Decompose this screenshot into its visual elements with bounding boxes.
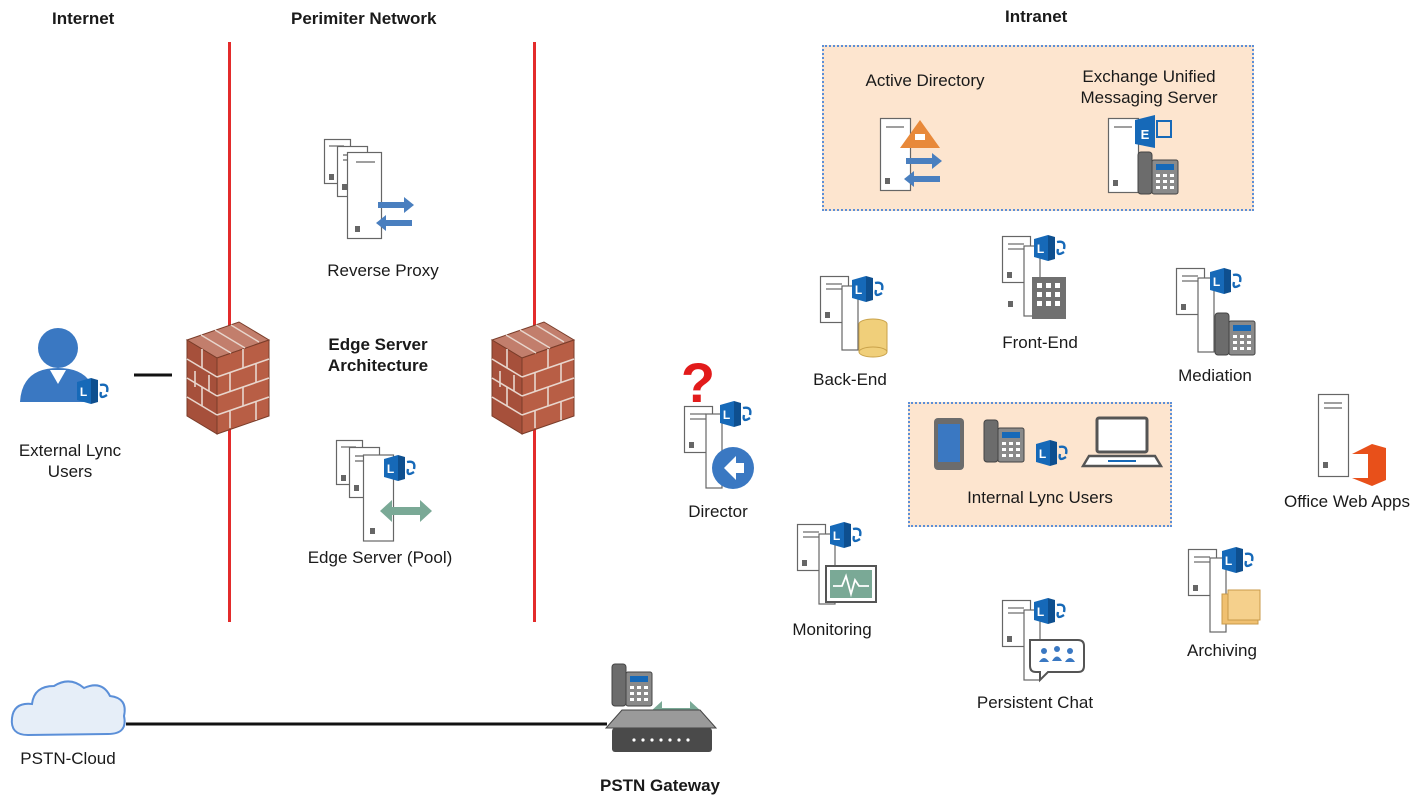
reverse-proxy-icon: [323, 138, 414, 240]
firewall-icon-inner: [491, 321, 575, 435]
director-label: Director: [688, 502, 748, 521]
front-end-icon: [1001, 233, 1066, 319]
internal-users-label: Internal Lync Users: [967, 488, 1113, 507]
back-end-icon: [819, 274, 888, 358]
smartphone-icon: [934, 418, 964, 470]
edge-architecture-label: Edge Server Architecture: [327, 335, 429, 375]
reverse-proxy-label: Reverse Proxy: [327, 261, 439, 280]
archiving-label: Archiving: [1187, 641, 1257, 660]
active-directory-icon: [879, 117, 942, 192]
external-users-label: External Lync Users: [18, 441, 122, 481]
exchange-um-icon: E: [1107, 115, 1179, 195]
monitoring-icon: [796, 520, 877, 605]
active-directory-label: Active Directory: [865, 71, 985, 90]
exchange-um-label: Exchange Unified Messaging Server: [1080, 67, 1218, 107]
persistent-chat-icon: [1001, 596, 1085, 683]
svg-text:E: E: [1141, 127, 1150, 142]
pstn-gateway-label: PSTN Gateway: [600, 776, 720, 795]
perimeter-zone-title: Perimiter Network: [291, 9, 437, 28]
intranet-zone-title: Intranet: [1005, 7, 1068, 26]
edge-server-icon: [335, 439, 432, 542]
front-end-label: Front-End: [1002, 333, 1078, 352]
firewall-icon-outer: [186, 321, 270, 435]
internet-zone-title: Internet: [52, 9, 115, 28]
office-web-apps-label: Office Web Apps: [1284, 492, 1410, 511]
external-user-icon: [20, 328, 109, 406]
monitoring-label: Monitoring: [792, 620, 872, 639]
mediation-icon: [1175, 266, 1256, 356]
cloud-icon: [10, 680, 126, 737]
office-web-apps-icon: [1317, 393, 1386, 486]
pstn-cloud-label: PSTN-Cloud: [20, 749, 116, 768]
question-mark-icon: ?: [681, 351, 715, 414]
persistent-chat-label: Persistent Chat: [976, 693, 1094, 712]
laptop-icon: [1080, 416, 1164, 468]
mediation-label: Mediation: [1178, 366, 1252, 385]
desk-phone-icon: [983, 419, 1025, 463]
edge-pool-label: Edge Server (Pool): [307, 548, 453, 567]
back-end-label: Back-End: [813, 370, 887, 389]
director-icon: ?: [681, 351, 754, 489]
internal-users-icons: [934, 416, 1164, 470]
pstn-gateway-icon: [604, 663, 718, 752]
archiving-icon: [1187, 545, 1261, 633]
